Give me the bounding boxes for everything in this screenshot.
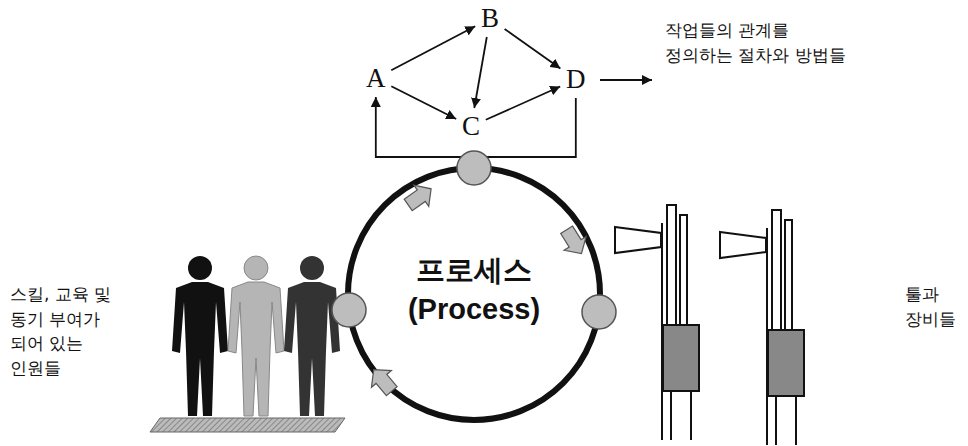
person-figure — [284, 256, 340, 416]
task-node: C — [458, 110, 484, 143]
task-letter: C — [458, 110, 484, 143]
note-label: 스킬, 교육 및 동기 부여가 되어 있는 인원들 — [10, 282, 134, 381]
ring-dot — [582, 295, 616, 329]
task-node: A — [362, 62, 390, 95]
task-letter: B — [477, 2, 503, 35]
task-node: D — [562, 63, 590, 96]
leader-arrow — [600, 79, 652, 81]
flow-arrow — [391, 86, 456, 119]
tool-figure — [720, 210, 804, 445]
task-letter: D — [562, 63, 590, 96]
ring-dot — [332, 293, 366, 327]
process-circle: 프로세스 (Process) — [344, 164, 604, 424]
note-label: 작업들의 관계를 정의하는 절차와 방법들 — [665, 18, 857, 67]
tool-figure — [615, 205, 699, 440]
task-node: B — [477, 2, 503, 35]
person-figure — [172, 256, 228, 416]
flow-arrow — [391, 26, 475, 70]
flow-arrow — [376, 97, 576, 157]
flow-arrow — [486, 87, 560, 120]
flow-arrow — [474, 37, 487, 108]
ring-dot — [457, 151, 491, 185]
ring-arrow — [556, 223, 593, 261]
platform — [150, 418, 345, 432]
ring-arrow — [364, 361, 402, 399]
person-figure — [228, 256, 284, 416]
flow-arrow — [505, 29, 561, 69]
ring-arrow — [401, 178, 439, 215]
note-label: 툴과 장비들 — [905, 282, 965, 331]
task-letter: A — [362, 62, 390, 95]
process-title: 프로세스 (Process) — [389, 251, 559, 329]
